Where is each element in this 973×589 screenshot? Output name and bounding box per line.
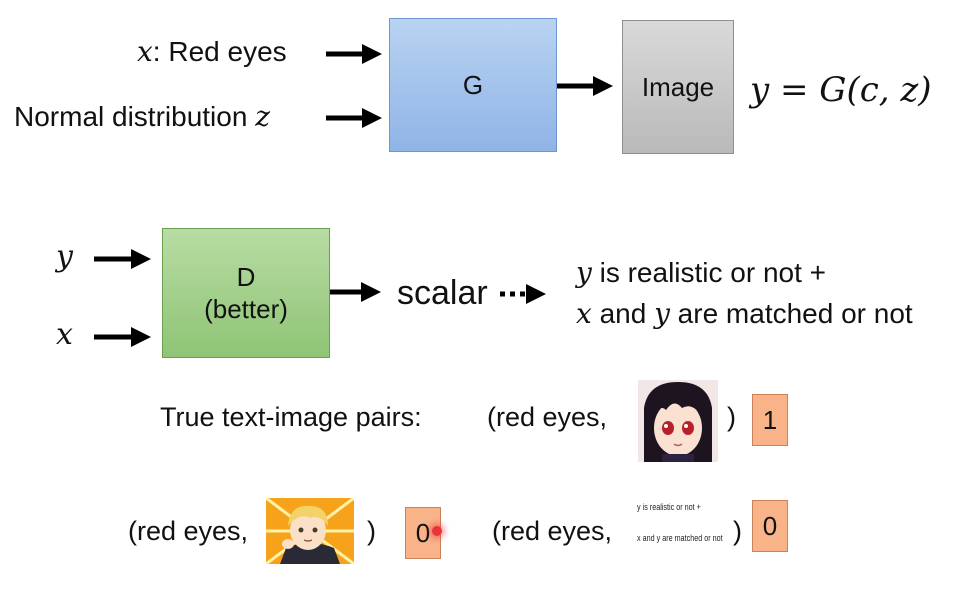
true-pair-close: ) xyxy=(727,402,736,432)
pair3-close: ) xyxy=(733,516,742,546)
generator-label: G xyxy=(462,69,484,100)
pair2-open: (red eyes, xyxy=(128,516,249,546)
result-line-1: y is realistic or not + xyxy=(576,259,826,287)
result-line-2-mid: and xyxy=(591,298,655,329)
discriminator-box: D (better) xyxy=(162,228,330,358)
generator-equation: y = G(c, z) xyxy=(750,70,932,110)
input-z-label: Normal distribution xyxy=(14,101,256,132)
generator-box: G xyxy=(389,18,557,152)
result-var-y2: y xyxy=(654,297,670,330)
pair3-open: (red eyes, xyxy=(492,516,613,546)
image-label: Image xyxy=(641,71,715,102)
var-x: x xyxy=(137,35,153,68)
disc-input-x: x xyxy=(56,317,73,352)
input-x-label: : Red eyes xyxy=(152,36,287,67)
discriminator-sublabel: (better) xyxy=(204,294,288,324)
true-pair-open: (red eyes, xyxy=(487,402,608,432)
result-var-x: x xyxy=(576,297,592,330)
image-box: Image xyxy=(622,20,734,154)
pair2-close: ) xyxy=(367,516,376,546)
var-z: z xyxy=(255,100,270,133)
score-badge-pair3: 0 xyxy=(752,500,788,552)
scalar-label: scalar xyxy=(397,274,488,312)
result-var-y: y xyxy=(576,256,592,289)
anime-girl-image xyxy=(638,380,718,462)
result-line-1-text: is realistic or not + xyxy=(591,257,827,288)
tiny-text-line-2: x and y are matched or not xyxy=(637,533,723,543)
true-pairs-label: True text-image pairs: xyxy=(160,402,422,432)
disc-input-y: y xyxy=(56,239,73,274)
generator-input-x: x: Red eyes xyxy=(137,38,287,66)
result-line-2-end: are matched or not xyxy=(669,298,913,329)
discriminator-label: D xyxy=(236,261,256,292)
result-line-2: x and y are matched or not xyxy=(576,300,913,328)
score-badge-true: 1 xyxy=(752,394,788,446)
laser-pointer-dot xyxy=(432,526,442,536)
tiny-text-line-1: y is realistic or not + xyxy=(637,502,701,512)
anime-boy-image xyxy=(266,498,354,564)
generator-input-z: Normal distribution z xyxy=(14,103,270,131)
tiny-text-image: y is realistic or not + x and y are matc… xyxy=(637,503,727,553)
